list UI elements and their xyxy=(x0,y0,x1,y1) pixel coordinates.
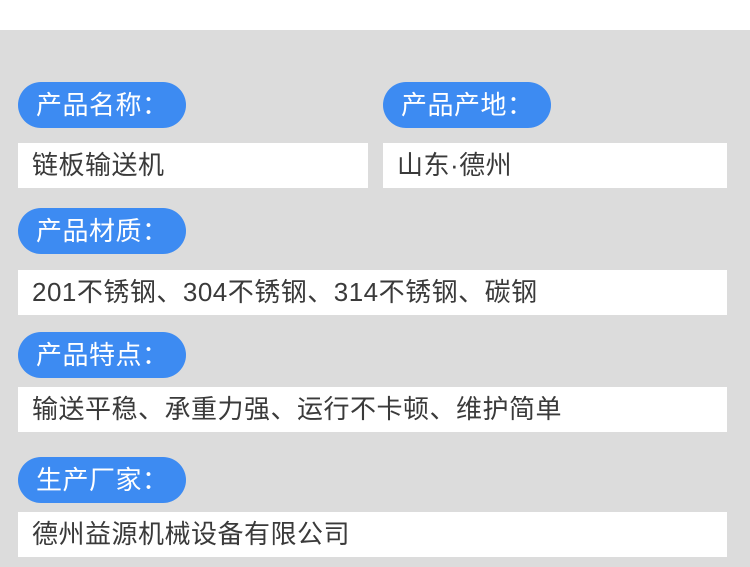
spec-label-product-features: 产品特点： xyxy=(18,332,186,378)
spec-value-product-origin: 山东·德州 xyxy=(383,143,727,188)
top-white-strip xyxy=(0,0,750,30)
spec-label-product-origin: 产品产地： xyxy=(383,82,551,128)
spec-value-product-features: 输送平稳、承重力强、运行不卡顿、维护简单 xyxy=(18,387,727,432)
spec-value-product-material: 201不锈钢、304不锈钢、314不锈钢、碳钢 xyxy=(18,270,727,315)
spec-label-product-material: 产品材质： xyxy=(18,208,186,254)
spec-label-manufacturer: 生产厂家： xyxy=(18,457,186,503)
spec-value-manufacturer: 德州益源机械设备有限公司 xyxy=(18,512,727,557)
spec-sheet-body: 产品名称： 链板输送机 产品产地： 山东·德州 产品材质： 201不锈钢、304… xyxy=(0,30,750,567)
spec-value-product-name: 链板输送机 xyxy=(18,143,368,188)
spec-label-product-name: 产品名称： xyxy=(18,82,186,128)
